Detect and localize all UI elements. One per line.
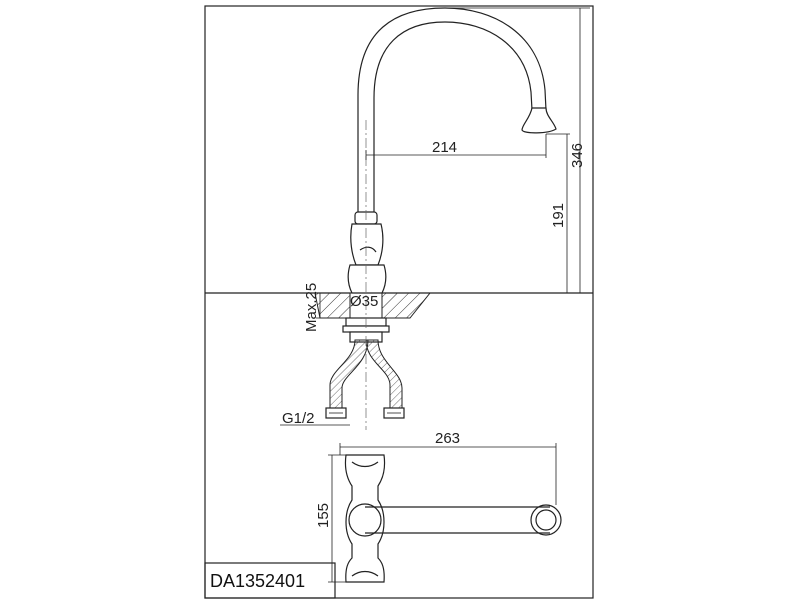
faucet-body — [347, 211, 387, 294]
frame-border — [204, 5, 594, 599]
dim-191 — [546, 133, 570, 293]
model-code: DA1352401 — [210, 571, 305, 591]
dim-155 — [328, 454, 346, 583]
dim-346-label: 346 — [569, 143, 586, 168]
countertop — [205, 292, 593, 319]
dim-diameter-label: Ø35 — [350, 293, 378, 310]
dim-max25-label: Max.25 — [303, 283, 320, 332]
dim-263 — [339, 443, 557, 505]
dim-155-label: 155 — [315, 503, 332, 528]
dim-214 — [365, 134, 547, 160]
dim-max25 — [316, 292, 324, 319]
spout — [357, 7, 557, 215]
title-box — [204, 562, 336, 599]
dim-263-label: 263 — [435, 430, 460, 447]
dim-346 — [445, 7, 590, 293]
flexible-hoses — [325, 339, 405, 419]
top-view — [344, 454, 562, 583]
dim-214-label: 214 — [432, 139, 457, 156]
dim-thread-label: G1/2 — [282, 410, 315, 427]
dim-191-label: 191 — [550, 203, 567, 228]
